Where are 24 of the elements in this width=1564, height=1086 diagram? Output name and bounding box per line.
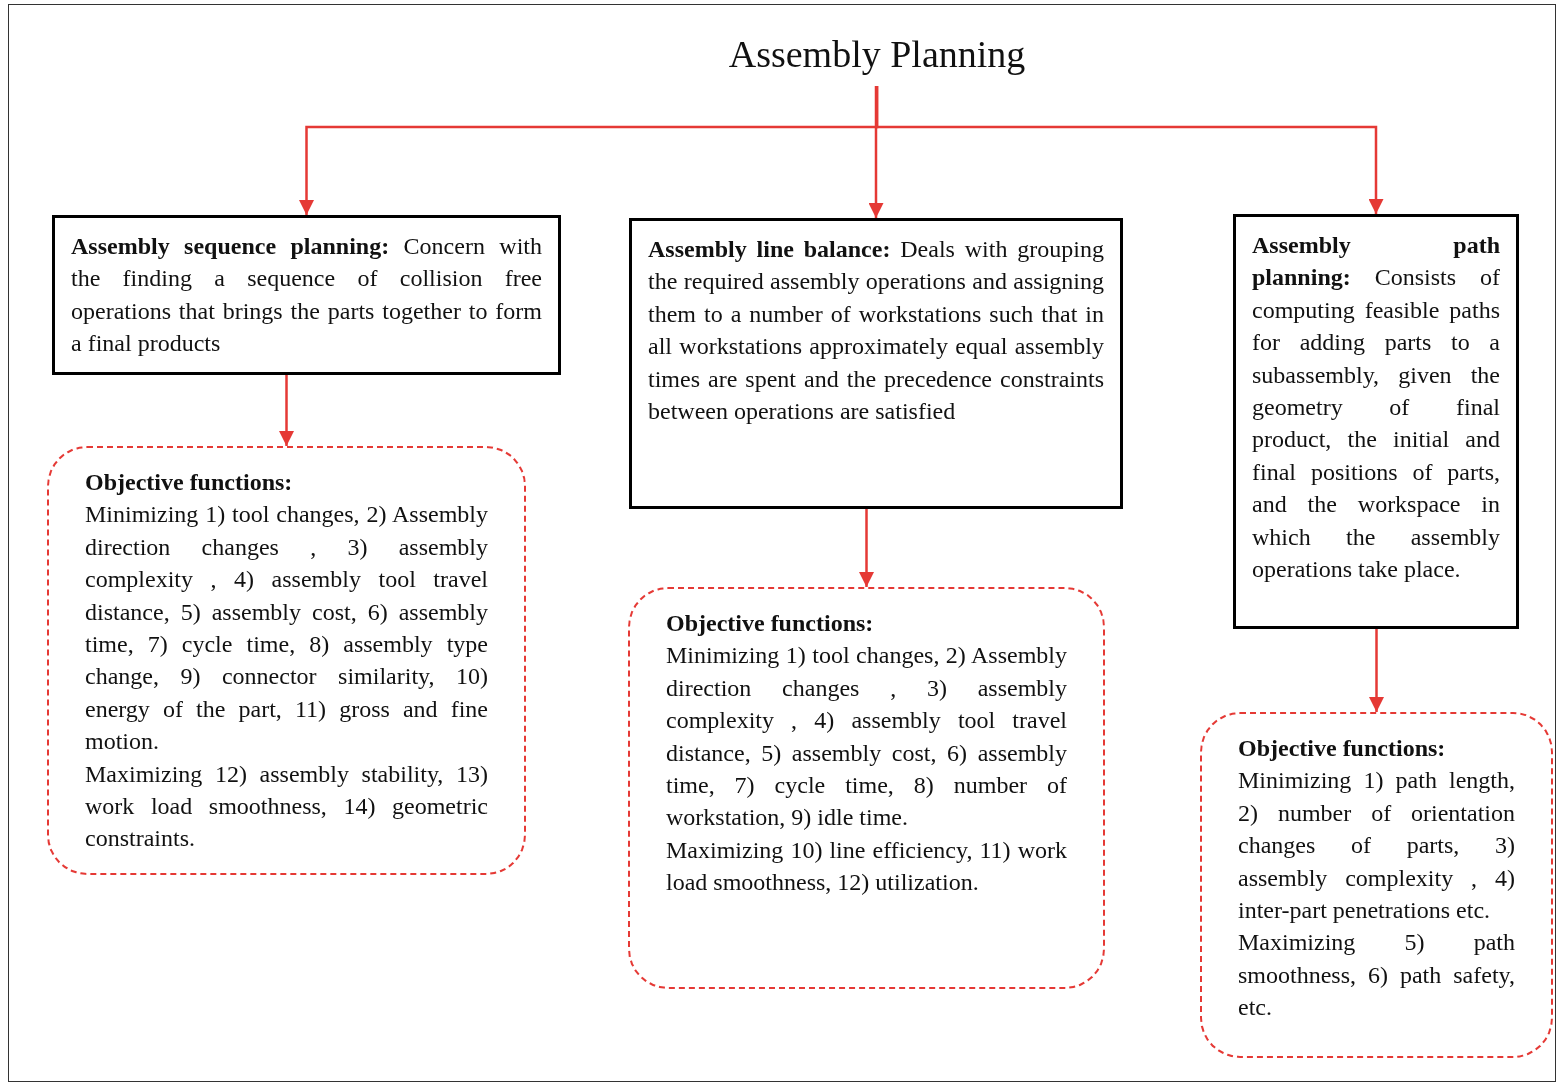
objective-text: Maximizing 5) path smoothness, 6) path safety, etc.	[1238, 928, 1515, 1023]
objective-text: Maximizing 10) line efficiency, 11) work load smoothness, 12) utilization.	[666, 835, 1067, 898]
diagram-title: Assembly Planning	[717, 32, 1037, 76]
objective-text: Minimizing 1) tool changes, 2) Assembly direction changes , 3) assembly complexity , 4) assembly tool travel distance, 5) assembly cost, 6) assembly time, 7) cycle time, 8) number of workstation, 9) idle time.	[666, 641, 1067, 833]
description-text: Assembly path planning: Consists of computing feasible paths for adding parts to a subassembly, given the geometry of final product, the initial and final positions of parts, and the workspace in which the assembly operations take place.	[1252, 231, 1500, 585]
description-text: Assembly line balance: Deals with grouping the required assembly operations and assigning them to a number of workstations such that in all workstations approximately equal assembly times are spent and the precedence constraints between operations are satisfied	[648, 235, 1104, 427]
process-box	[1233, 214, 1519, 629]
section-heading: Objective functions:	[666, 609, 875, 638]
arrow	[868, 86, 884, 218]
objectives-box	[628, 587, 1105, 989]
process-box	[629, 218, 1123, 509]
arrow	[1369, 629, 1384, 712]
process-box	[52, 215, 561, 375]
arrow	[279, 374, 294, 446]
objective-text: Maximizing 12) assembly stability, 13) work load smoothness, 14) geometric constraints.	[85, 759, 488, 854]
objectives-box	[47, 446, 526, 875]
objective-text: Minimizing 1) path length, 2) number of orientation changes of parts, 3) assembly complexity , 4) inter-part penetrations etc.	[1238, 766, 1515, 926]
arrow	[875, 86, 1384, 214]
section-heading: Objective functions:	[1238, 734, 1447, 763]
objectives-box	[1200, 712, 1553, 1058]
section-heading: Objective functions:	[85, 468, 294, 497]
description-text: Assembly sequence planning: Concern with the finding a sequence of collision free operations that brings the parts together to form a final products	[71, 232, 542, 359]
objective-text: Minimizing 1) tool changes, 2) Assembly direction changes , 3) assembly complexity , 4) assembly tool travel distance, 5) assembly cost, 6) assembly time, 7) cycle time, 8) assembly type change, 9) connector similarity, 10) energy of the part, 11) gross and fine motion.	[85, 500, 488, 757]
arrow	[859, 509, 874, 587]
